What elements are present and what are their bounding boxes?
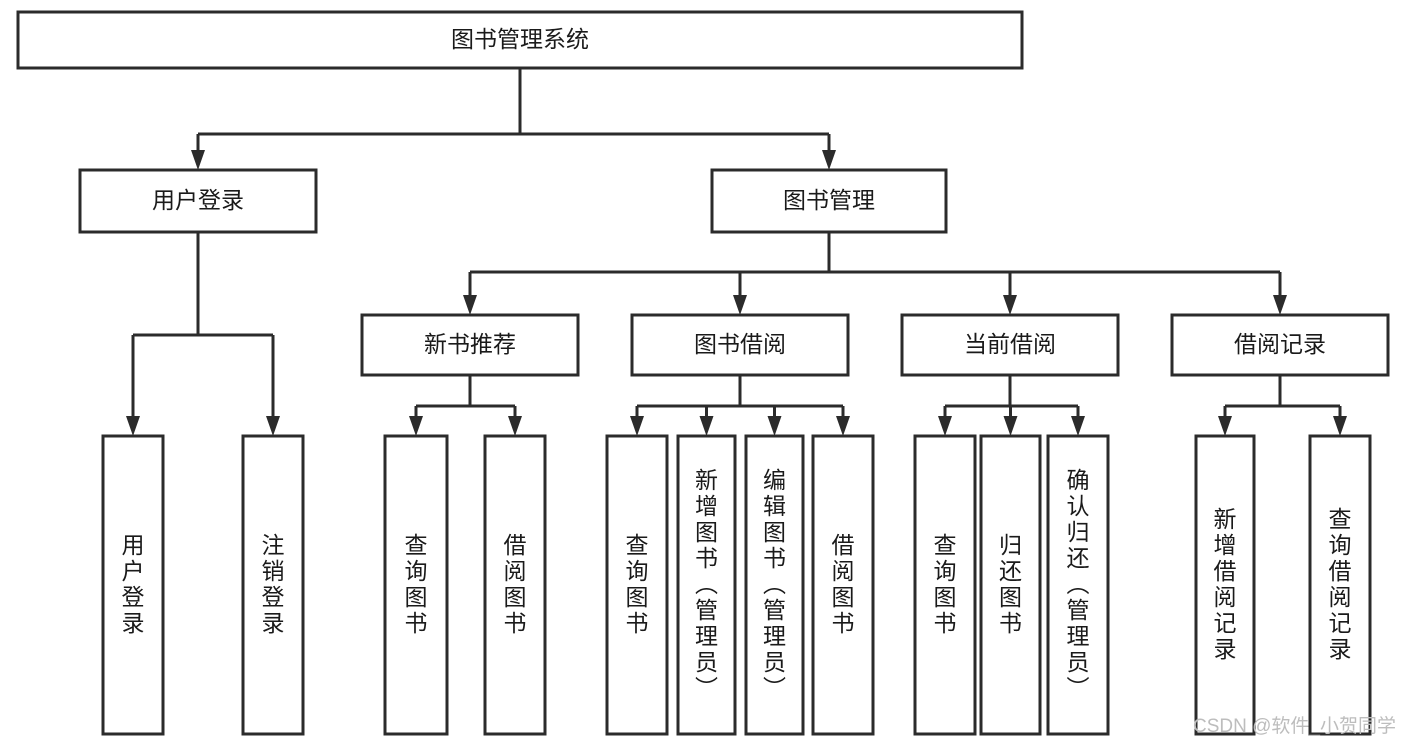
arrow-head-leaf-user-logout <box>266 416 280 436</box>
boxes-layer: 图书管理系统用户登录图书管理新书推荐图书借阅当前借阅借阅记录用户登录注销登录查询… <box>16 10 1390 736</box>
arrow-head-book-borrow <box>733 295 747 315</box>
node-leaf-rec-add-record[interactable]: 新增借阅记录 <box>1194 434 1256 736</box>
node-box-current-borrow <box>900 313 1120 377</box>
node-current-borrow[interactable]: 当前借阅 <box>900 313 1120 377</box>
arrow-head-leaf-rec-query-book <box>409 416 423 436</box>
arrow-head-user-login <box>191 150 205 170</box>
arrow-head-leaf-rec-add-record <box>1218 416 1232 436</box>
arrow-head-leaf-user-login <box>126 416 140 436</box>
arrow-head-leaf-rec-query-record <box>1333 416 1347 436</box>
node-leaf-borrow-borrow-book[interactable]: 借阅图书 <box>811 434 875 736</box>
node-box-leaf-rec-borrow-book <box>483 434 547 736</box>
node-label-user-login: 用户登录 <box>152 187 244 213</box>
node-leaf-rec-borrow-book[interactable]: 借阅图书 <box>483 434 547 736</box>
connectors-layer <box>126 68 1347 436</box>
arrow-head-new-book-rec <box>463 295 477 315</box>
node-leaf-cur-query-book[interactable]: 查询图书 <box>913 434 977 736</box>
node-box-root <box>16 10 1024 70</box>
node-box-user-login <box>78 168 318 234</box>
node-leaf-rec-query-record[interactable]: 查询借阅记录 <box>1308 434 1372 736</box>
node-label-new-book-rec: 新书推荐 <box>424 331 516 357</box>
node-label-leaf-user-login: 用户登录 <box>122 532 145 636</box>
node-box-book-borrow <box>630 313 850 377</box>
node-label-book-borrow: 图书借阅 <box>694 331 786 357</box>
node-box-leaf-rec-query-book <box>383 434 449 736</box>
node-label-leaf-user-logout: 注销登录 <box>262 532 285 636</box>
node-box-leaf-user-login <box>101 434 165 736</box>
arrow-head-current-borrow <box>1003 295 1017 315</box>
node-root[interactable]: 图书管理系统 <box>16 10 1024 70</box>
arrow-head-leaf-borrow-add-book <box>699 416 714 436</box>
node-box-leaf-cur-return-book <box>979 434 1042 736</box>
node-label-leaf-rec-query-record: 查询借阅记录 <box>1329 506 1352 662</box>
node-box-borrow-record <box>1170 313 1390 377</box>
node-box-leaf-borrow-add-book <box>676 434 737 736</box>
node-label-book-manage: 图书管理 <box>783 187 875 213</box>
node-new-book-rec[interactable]: 新书推荐 <box>360 313 580 377</box>
node-label-current-borrow: 当前借阅 <box>964 331 1056 357</box>
node-label-root: 图书管理系统 <box>451 26 589 52</box>
node-box-leaf-cur-confirm-return <box>1046 434 1110 736</box>
node-box-leaf-borrow-borrow-book <box>811 434 875 736</box>
node-box-leaf-borrow-query-book <box>605 434 669 736</box>
node-box-leaf-rec-query-record <box>1308 434 1372 736</box>
arrow-head-leaf-rec-borrow-book <box>508 416 522 436</box>
node-label-leaf-borrow-add-book: 新增图书︵管理员︶ <box>695 467 718 701</box>
arrow-head-leaf-cur-confirm-return <box>1071 416 1085 436</box>
arrow-head-leaf-borrow-query-book <box>630 416 644 436</box>
node-label-leaf-cur-query-book: 查询图书 <box>934 532 957 636</box>
node-book-manage[interactable]: 图书管理 <box>710 168 948 234</box>
node-leaf-cur-confirm-return[interactable]: 确认归还︵管理员︶ <box>1046 434 1110 736</box>
node-box-leaf-borrow-edit-book <box>744 434 805 736</box>
node-leaf-user-login[interactable]: 用户登录 <box>101 434 165 736</box>
node-box-leaf-rec-add-record <box>1194 434 1256 736</box>
node-leaf-rec-query-book[interactable]: 查询图书 <box>383 434 449 736</box>
node-label-leaf-rec-borrow-book: 借阅图书 <box>504 532 527 636</box>
node-borrow-record[interactable]: 借阅记录 <box>1170 313 1390 377</box>
node-label-leaf-borrow-query-book: 查询图书 <box>626 532 649 636</box>
node-label-leaf-rec-query-book: 查询图书 <box>405 532 428 636</box>
node-label-leaf-rec-add-record: 新增借阅记录 <box>1214 506 1237 662</box>
node-label-borrow-record: 借阅记录 <box>1234 331 1326 357</box>
node-user-login[interactable]: 用户登录 <box>78 168 318 234</box>
arrow-head-leaf-borrow-edit-book <box>767 416 782 436</box>
csdn-watermark: CSDN @软件_小贺同学 <box>1193 715 1396 737</box>
node-book-borrow[interactable]: 图书借阅 <box>630 313 850 377</box>
node-leaf-borrow-edit-book[interactable]: 编辑图书︵管理员︶ <box>744 434 805 736</box>
node-label-leaf-borrow-edit-book: 编辑图书︵管理员︶ <box>763 467 786 701</box>
arrow-head-leaf-cur-query-book <box>938 416 952 436</box>
node-leaf-user-logout[interactable]: 注销登录 <box>241 434 305 736</box>
arrow-head-borrow-record <box>1273 295 1287 315</box>
node-leaf-borrow-query-book[interactable]: 查询图书 <box>605 434 669 736</box>
arrow-head-leaf-cur-return-book <box>1003 416 1018 436</box>
node-label-leaf-borrow-borrow-book: 借阅图书 <box>832 532 855 636</box>
node-label-leaf-cur-return-book: 归还图书 <box>999 532 1022 636</box>
node-box-leaf-user-logout <box>241 434 305 736</box>
arrow-head-book-manage <box>822 150 836 170</box>
node-leaf-cur-return-book[interactable]: 归还图书 <box>979 434 1042 736</box>
node-label-leaf-cur-confirm-return: 确认归还︵管理员︶ <box>1067 467 1090 701</box>
node-leaf-borrow-add-book[interactable]: 新增图书︵管理员︶ <box>676 434 737 736</box>
node-box-leaf-cur-query-book <box>913 434 977 736</box>
node-box-book-manage <box>710 168 948 234</box>
node-box-new-book-rec <box>360 313 580 377</box>
arrow-head-leaf-borrow-borrow-book <box>836 416 850 436</box>
